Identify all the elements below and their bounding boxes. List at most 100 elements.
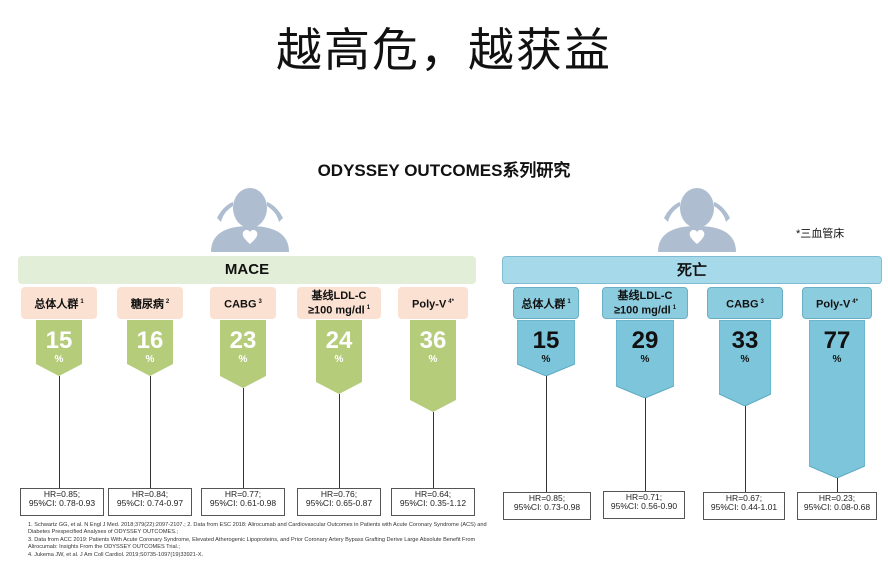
arrow-shape [220,320,266,388]
connector-line [150,376,151,488]
connector-line [243,388,244,488]
confidence-interval: 95%CI: 0.65-0.87 [305,498,373,508]
arrow-shape [809,320,865,478]
hazard-ratio: HR=0.85; [43,489,81,499]
reference-superscript: 3 [258,298,262,305]
reduction-value: 16 [136,327,164,354]
reference-line: 4. Jukema JW, et al. J Am Coll Cardiol. … [28,551,204,558]
risk-reduction-arrow: 36% [410,320,456,414]
confidence-interval: 95%CI: 0.73-0.98 [513,502,581,512]
reduction-value: 77 [823,327,851,354]
percent-sign: % [541,354,551,365]
reference-superscript: 1 [567,298,571,305]
connector-line [645,398,646,491]
hazard-ratio-box: HR=0.67;95%CI: 0.44-1.01 [703,492,785,520]
reference-superscript: 3 [760,298,764,305]
subgroup-name: Poly-V [412,298,447,311]
reference-line: 1. Schwartz GG, et al. N Engl J Med. 201… [28,522,487,536]
reference-superscript: 4* [448,298,454,305]
subgroup-threshold: ≥100 mg/dl [613,304,671,317]
risk-reduction-arrow: 24% [316,320,362,396]
subgroup-name: CABG [726,298,759,311]
reduction-value: 24 [325,327,353,354]
hazard-ratio: HR=0.77; [224,489,262,499]
percent-sign: % [428,354,438,365]
risk-reduction-arrow: 77% [809,320,865,480]
reduction-value: 15 [532,327,560,354]
hazard-ratio-box: HR=0.23;95%CI: 0.08-0.68 [797,492,877,520]
subgroup-name: 基线LDL-C [617,289,673,302]
risk-reduction-arrow: 16% [127,320,173,378]
subgroup-name: 基线LDL-C [311,289,367,302]
arrow-shape [616,320,674,398]
confidence-interval: 95%CI: 0.08-0.68 [803,502,871,512]
hazard-ratio-box: HR=0.71;95%CI: 0.56-0.90 [603,491,685,519]
confidence-interval: 95%CI: 0.44-1.01 [710,502,778,512]
patient-heart-icon [658,188,736,252]
subgroup-threshold: ≥100 mg/dl [307,304,365,317]
risk-reduction-arrow: 15% [36,320,82,378]
subgroup-name: 糖尿病 [130,298,164,311]
risk-reduction-arrow: 33% [719,320,771,408]
hazard-ratio: HR=0.23; [818,493,856,503]
mace-header-bar: MACE [18,256,476,284]
hazard-ratio: HR=0.76; [320,489,358,499]
arrow-shape [410,320,456,412]
patient-heart-icon [211,188,289,252]
subgroup-name: 总体人群 [521,298,566,311]
reference-line: 3. Data from ACC 2019: Patients With Acu… [28,536,476,551]
confidence-interval: 95%CI: 0.61-0.98 [209,498,277,508]
study-subtitle: ODYSSEY OUTCOMES系列研究 [317,161,571,180]
hazard-ratio-box: HR=0.64;95%CI: 0.35-1.12 [391,488,475,516]
connector-line [546,376,547,492]
reduction-value: 23 [229,327,257,354]
percent-sign: % [740,354,750,365]
hazard-ratio-box: HR=0.77;95%CI: 0.61-0.98 [201,488,285,516]
hazard-ratio: HR=0.64; [414,489,452,499]
connector-line [745,406,746,492]
reduction-value: 36 [419,327,447,354]
death-header-bar: 死亡 [502,256,882,284]
risk-reduction-arrow: 15% [517,320,575,378]
reference-superscript: 2 [165,298,170,305]
arrow-shape [719,320,771,406]
subgroup-name: 总体人群 [34,298,79,311]
reduction-value: 15 [45,327,73,354]
reference-superscript: 1 [366,304,371,311]
reference-superscript: 1 [80,298,84,305]
hazard-ratio: HR=0.85; [528,493,566,503]
connector-line [433,412,434,488]
hazard-ratio-box: HR=0.85;95%CI: 0.73-0.98 [503,492,591,520]
reference-superscript: 4* [852,298,858,305]
reference-superscript: 1 [672,304,677,311]
risk-reduction-arrow: 29% [616,320,674,400]
connector-line [59,376,60,488]
confidence-interval: 95%CI: 0.56-0.90 [610,501,678,511]
confidence-interval: 95%CI: 0.78-0.93 [28,498,96,508]
percent-sign: % [334,354,344,365]
percent-sign: % [640,354,650,365]
arrow-shape [36,320,82,376]
percent-sign: % [145,354,155,365]
confidence-interval: 95%CI: 0.35-1.12 [399,498,467,508]
hazard-ratio: HR=0.71; [625,492,663,502]
hazard-ratio-box: HR=0.76;95%CI: 0.65-0.87 [297,488,381,516]
connector-line [837,478,838,492]
subgroup-name: CABG [224,298,257,311]
